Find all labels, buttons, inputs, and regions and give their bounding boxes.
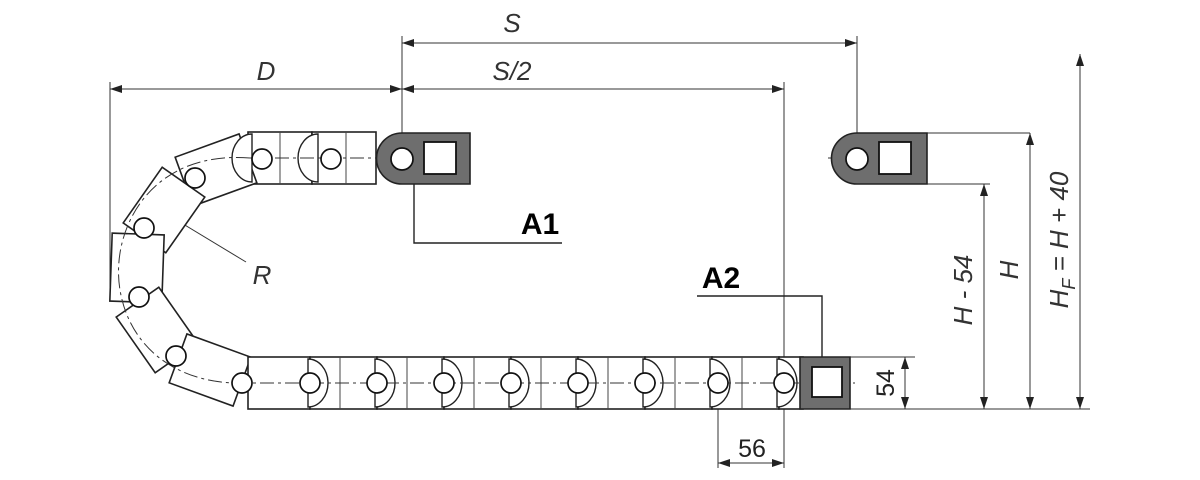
pivot-pin — [165, 345, 187, 367]
pivot-pin — [707, 372, 729, 394]
pivot-pin — [133, 217, 155, 239]
dimension-s: S — [503, 8, 521, 38]
pivot-pin — [433, 372, 455, 394]
pivot-pin — [320, 148, 342, 170]
dimension-h: H — [994, 260, 1024, 279]
pivot-pin — [299, 372, 321, 394]
dimension-s-half: S/2 — [492, 56, 532, 86]
pivot-pin — [251, 148, 273, 170]
pivot-pin — [128, 286, 150, 308]
hf-subscript: F — [1059, 278, 1079, 290]
dimension-h-minus: H - 54 — [948, 255, 978, 326]
hf-main: H — [1044, 289, 1074, 308]
label-a1: A1 — [521, 208, 559, 241]
dimension-d: D — [257, 56, 276, 86]
mounting-bracket-a1 — [375, 132, 471, 185]
pivot-pin — [184, 167, 206, 189]
dimension-hf: HF = H + 40 — [1044, 171, 1079, 308]
pivot-pin — [567, 372, 589, 394]
dimension-pitch-length: 56 — [738, 435, 766, 463]
label-a2: A2 — [702, 262, 740, 295]
hf-equation: = H + 40 — [1044, 171, 1074, 278]
dimension-r: R — [253, 260, 272, 290]
pivot-pin — [773, 372, 795, 394]
dimension-lines — [110, 39, 1084, 467]
label-leaders — [413, 184, 823, 357]
pivot-pin — [231, 372, 253, 394]
pivot-pin — [634, 372, 656, 394]
dimension-pitch-height: 54 — [872, 369, 900, 397]
cable-chain — [109, 131, 872, 410]
pivot-pin — [366, 372, 388, 394]
pivot-pin — [500, 372, 522, 394]
mounting-bracket-a2 — [799, 356, 851, 410]
mounting-bracket-moving-end — [830, 132, 928, 185]
